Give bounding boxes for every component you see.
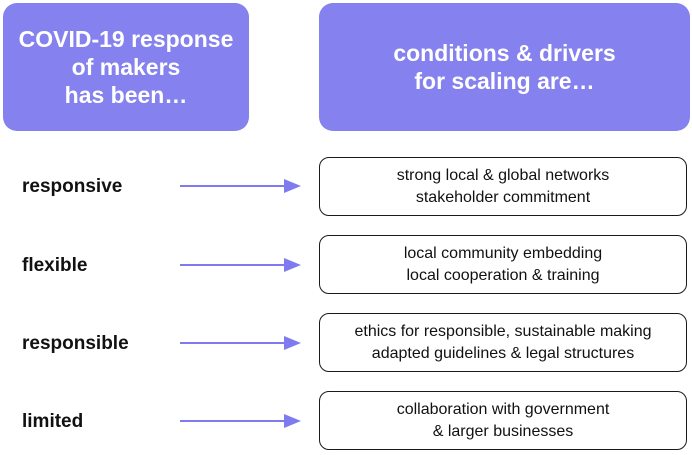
arrow-right-icon xyxy=(180,414,301,428)
condition-line: strong local & global networks xyxy=(396,166,610,184)
header-left-line-1: COVID-19 response xyxy=(18,26,234,52)
header-right-line-1: conditions & drivers xyxy=(393,40,616,66)
condition-line: local cooperation & training xyxy=(406,266,600,284)
condition-line: collaboration with government xyxy=(396,400,610,418)
condition-line: & larger businesses xyxy=(432,422,574,440)
condition-line: ethics for responsible, sustainable maki… xyxy=(354,322,652,340)
header-right-line-2: for scaling are… xyxy=(414,68,595,94)
condition-line: adapted guidelines & legal structures xyxy=(371,344,635,362)
response-label-flexible: flexible xyxy=(22,255,88,276)
header-left-line-3: has been… xyxy=(64,82,188,108)
header-left-line-2: of makers xyxy=(71,54,181,80)
condition-box-collaboration: collaboration with government & larger b… xyxy=(319,391,687,450)
response-label-limited: limited xyxy=(22,411,84,432)
header-covid-response: COVID-19 response of makers has been… xyxy=(3,3,249,131)
condition-box-networks: strong local & global networks stakehold… xyxy=(319,157,687,216)
condition-box-community: local community embedding local cooperat… xyxy=(319,235,687,294)
arrow-right-icon xyxy=(180,179,301,193)
response-label-responsive: responsive xyxy=(22,176,123,197)
arrow-right-icon xyxy=(180,336,301,350)
condition-box-ethics: ethics for responsible, sustainable maki… xyxy=(319,313,687,372)
header-conditions-drivers: conditions & drivers for scaling are… xyxy=(319,3,690,131)
condition-line: stakeholder commitment xyxy=(415,188,591,206)
response-label-responsible: responsible xyxy=(22,333,129,354)
condition-line: local community embedding xyxy=(403,244,603,262)
arrow-right-icon xyxy=(180,258,301,272)
